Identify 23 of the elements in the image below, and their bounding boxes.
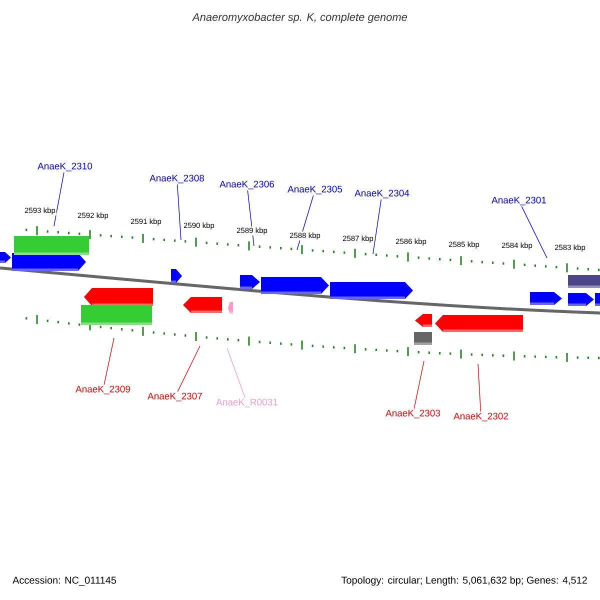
gene-label: AnaeK_2309	[76, 386, 130, 394]
gene-label: AnaeK_2301	[492, 196, 546, 206]
leader-line	[521, 206, 548, 258]
gene-label: AnaeK_2307	[148, 392, 202, 402]
leader-line	[226, 348, 246, 398]
gene-label: AnaeK_2302	[454, 412, 508, 422]
gene-label: AnaeK_2303	[386, 410, 440, 418]
gene-label: AnaeK_2310	[38, 162, 92, 172]
footer-text: Accession: NC_011145	[12, 576, 116, 586]
leader-line	[177, 346, 200, 392]
gene-label: AnaeK_2304	[354, 190, 410, 198]
leader-line	[177, 184, 182, 240]
footer-text: Topology: circular; Length: 5,061,632 bp; Genes: 4,512	[341, 576, 587, 586]
leader-line	[372, 199, 382, 254]
gene-label: AnaeK_2308	[150, 174, 204, 184]
gene-label: AnaeK_2306	[220, 180, 274, 190]
gene-label: AnaeK_R0031	[216, 398, 278, 408]
leader-line	[104, 338, 114, 385]
title: Anaeromyxobacter sp. K, complete genome	[192, 12, 408, 24]
leader-line	[414, 360, 424, 409]
leader-line	[54, 172, 64, 226]
leader-line	[478, 364, 482, 412]
gene-label: AnaeK_2305	[288, 186, 342, 194]
